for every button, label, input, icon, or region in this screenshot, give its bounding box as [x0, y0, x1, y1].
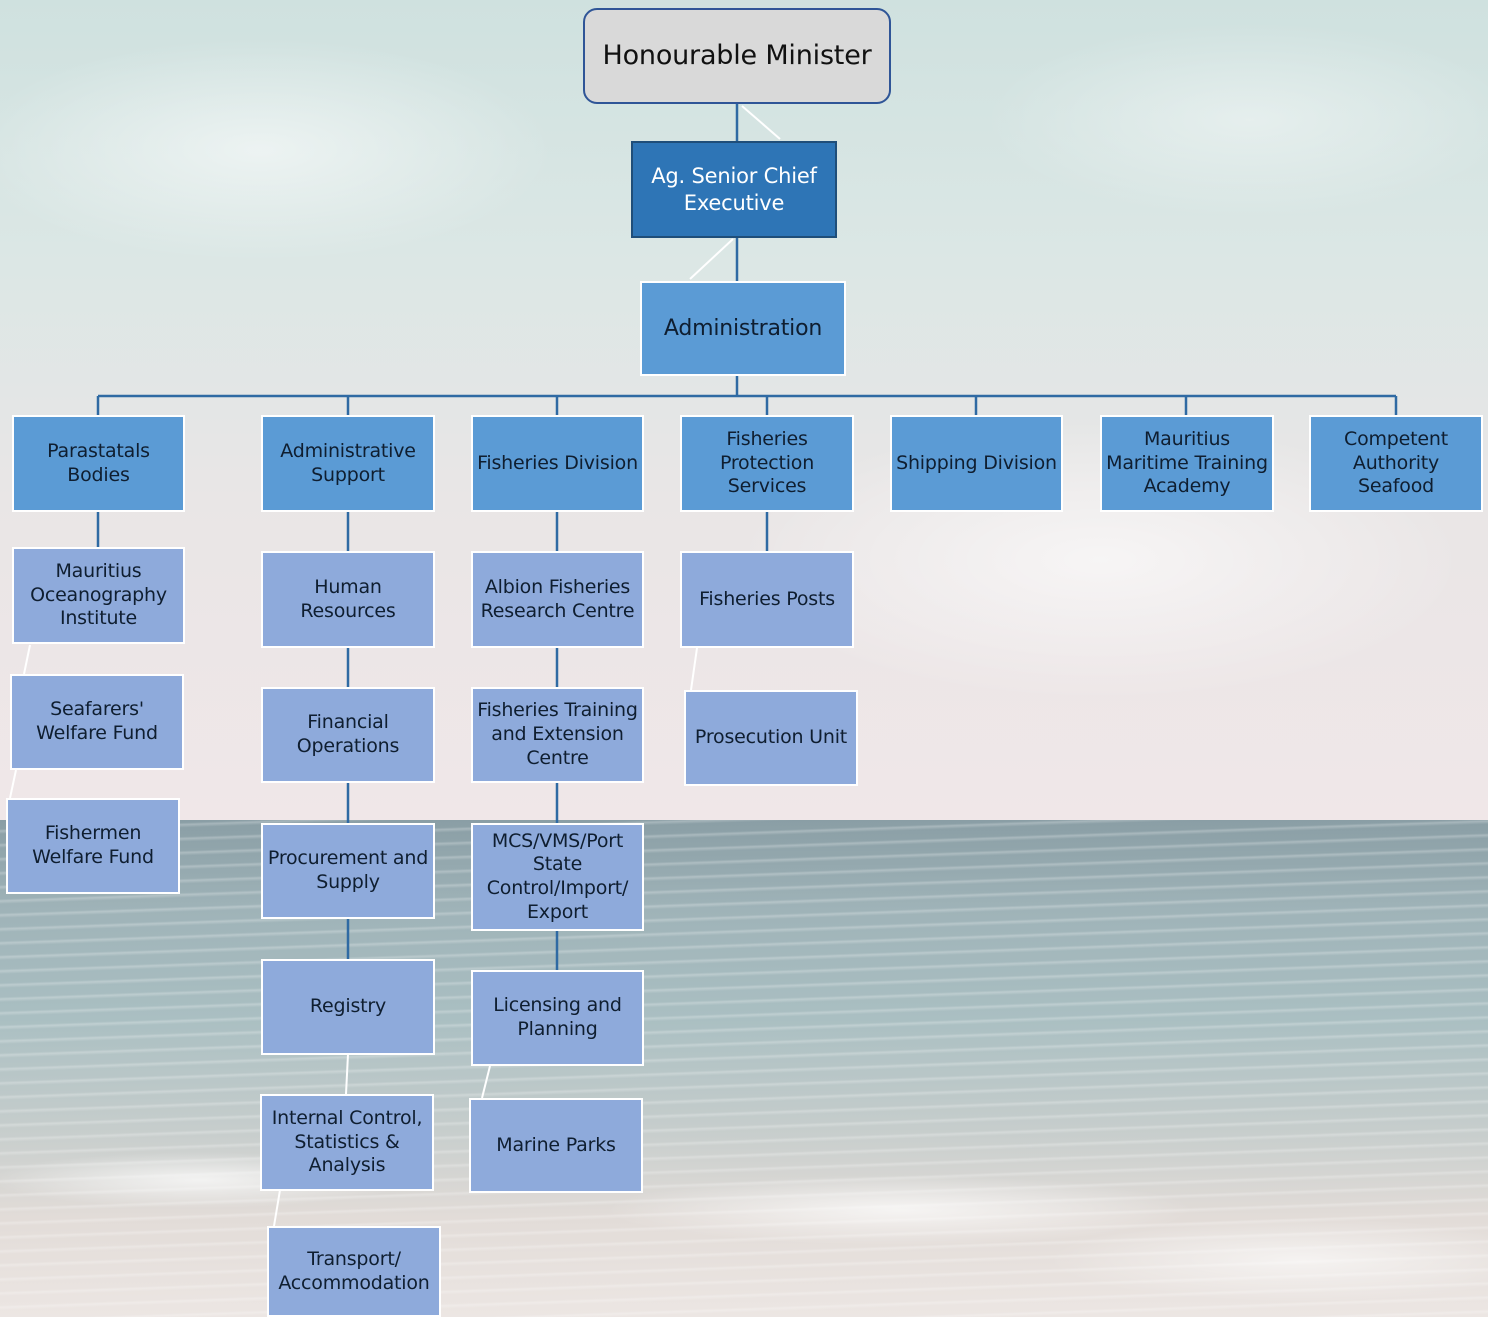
- unit-label: Transport/ Accommodation: [278, 1247, 430, 1294]
- chief-executive-box: Ag. Senior Chief Executive: [631, 141, 837, 238]
- unit-label: Seafarers' Welfare Fund: [36, 698, 158, 744]
- department-label: Shipping Division: [896, 451, 1057, 474]
- department-box-maritime-academy: Mauritius Maritime Training Academy: [1100, 415, 1274, 512]
- unit-box: Mauritius Oceanography Institute: [12, 547, 185, 644]
- foam-background: [0, 1060, 1488, 1317]
- department-box-fisheries-protection: Fisheries Protection Services: [680, 415, 854, 512]
- unit-label: Procurement and Supply: [267, 847, 429, 893]
- department-label: Fisheries Division: [477, 451, 638, 474]
- unit-box: Human Resources: [261, 551, 435, 648]
- department-label: Parastatals Bodies: [47, 439, 150, 486]
- unit-box: Internal Control, Statistics & Analysis: [260, 1094, 434, 1191]
- department-box-admin-support: Administrative Support: [261, 415, 435, 512]
- department-box-shipping: Shipping Division: [890, 415, 1063, 512]
- unit-label: Internal Control, Statistics & Analysis: [271, 1106, 423, 1177]
- unit-box: Fisheries Training and Extension Centre: [471, 687, 644, 783]
- unit-box: Albion Fisheries Research Centre: [471, 551, 644, 648]
- administration-label: Administration: [663, 315, 823, 341]
- unit-label: Albion Fisheries Research Centre: [480, 575, 635, 622]
- unit-label: Prosecution Unit: [694, 726, 848, 749]
- department-label: Fisheries Protection Services: [719, 427, 815, 498]
- department-label: Competent Authority Seafood: [1344, 427, 1448, 498]
- unit-box: Fisheries Posts: [680, 551, 854, 648]
- unit-box: Procurement and Supply: [261, 823, 435, 919]
- unit-label: Financial Operations: [296, 711, 400, 757]
- unit-box: Fishermen Welfare Fund: [6, 798, 180, 894]
- department-box-competent-authority: Competent Authority Seafood: [1309, 415, 1483, 512]
- unit-box: Prosecution Unit: [684, 690, 858, 786]
- department-label: Administrative Support: [280, 439, 416, 486]
- unit-label: Fisheries Training and Extension Centre: [477, 699, 638, 769]
- minister-box: Honourable Minister: [583, 8, 891, 104]
- department-box-parastatals: Parastatals Bodies: [12, 415, 185, 512]
- unit-label: Marine Parks: [496, 1133, 616, 1156]
- unit-label: Registry: [309, 995, 387, 1018]
- unit-label: Fishermen Welfare Fund: [32, 822, 154, 868]
- unit-box: MCS/VMS/Port State Control/Import/ Expor…: [471, 823, 644, 931]
- unit-box: Registry: [261, 959, 435, 1055]
- unit-label: Fisheries Posts: [699, 587, 835, 610]
- department-label: Mauritius Maritime Training Academy: [1106, 427, 1268, 498]
- unit-label: MCS/VMS/Port State Control/Import/ Expor…: [486, 829, 629, 923]
- unit-box: Transport/ Accommodation: [267, 1226, 441, 1317]
- unit-box: Financial Operations: [261, 687, 435, 783]
- chief-executive-label: Ag. Senior Chief Executive: [651, 164, 817, 215]
- unit-label: Human Resources: [300, 575, 396, 622]
- unit-box: Marine Parks: [469, 1098, 643, 1193]
- unit-box: Seafarers' Welfare Fund: [10, 674, 184, 770]
- administration-box: Administration: [640, 281, 846, 376]
- minister-label: Honourable Minister: [602, 40, 872, 72]
- unit-box: Licensing and Planning: [471, 970, 644, 1066]
- unit-label: Licensing and Planning: [493, 994, 622, 1040]
- department-box-fisheries-division: Fisheries Division: [471, 415, 644, 512]
- unit-label: Mauritius Oceanography Institute: [30, 559, 167, 630]
